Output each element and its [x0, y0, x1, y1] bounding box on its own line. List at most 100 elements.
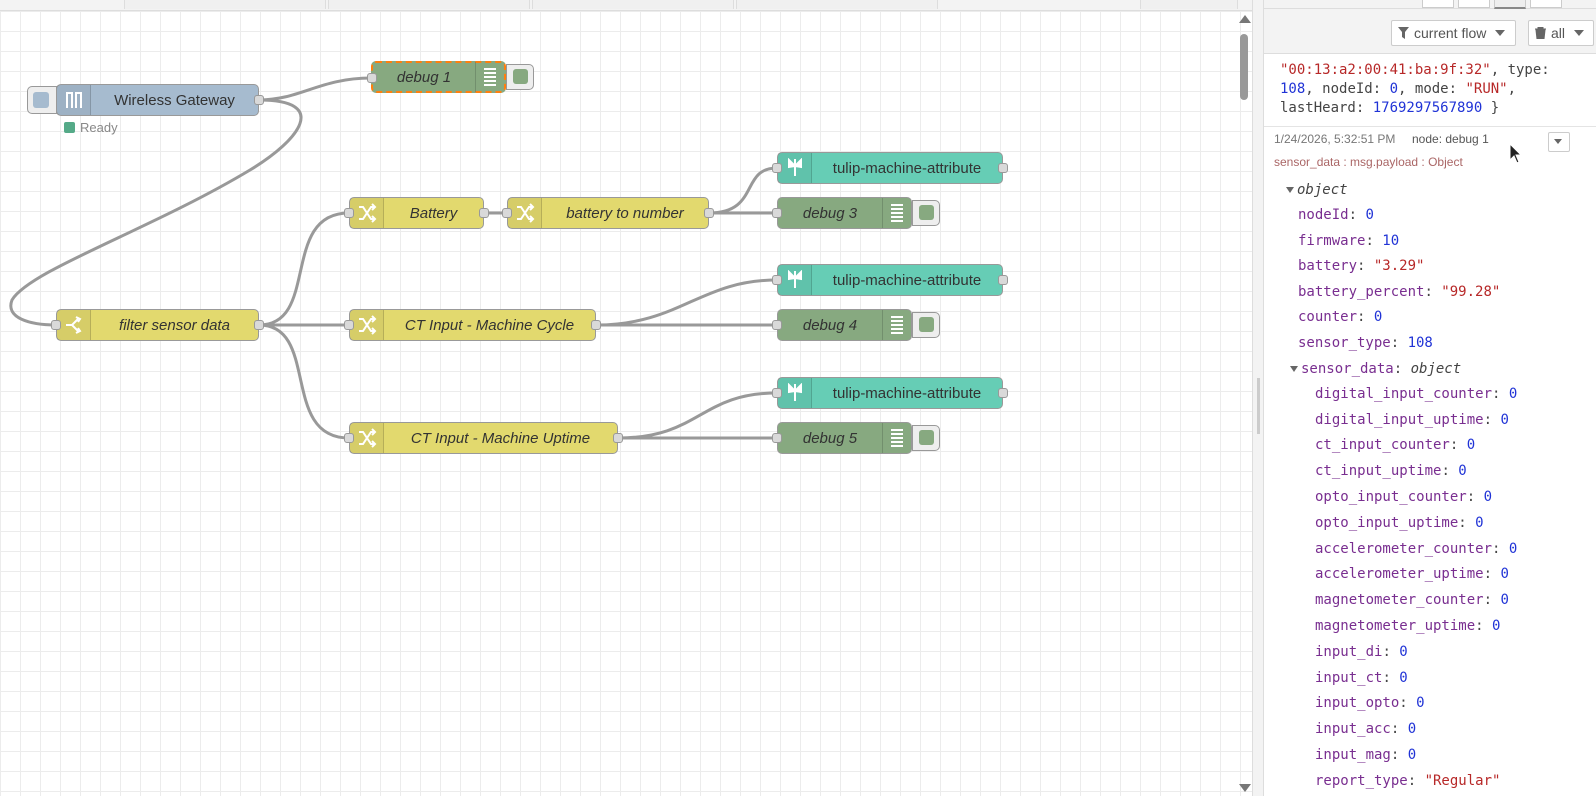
debug-toggle-button[interactable] [912, 312, 940, 338]
input-port[interactable] [772, 388, 782, 398]
sensor-data-field: report_type: "Regular" [1315, 772, 1501, 789]
message-node[interactable]: node: debug 1 [1412, 132, 1489, 146]
object-root[interactable]: object [1286, 182, 1348, 198]
inject-button[interactable] [27, 86, 57, 114]
sidebar-tab[interactable] [1530, 0, 1562, 8]
debug-list-icon [882, 310, 911, 340]
input-port[interactable] [344, 208, 354, 218]
payload-field: battery: "3.29" [1298, 258, 1425, 275]
flow-tab[interactable] [1140, 0, 1238, 9]
debug-list-icon [882, 198, 911, 228]
payload-field: sensor_type: 108 [1298, 335, 1433, 351]
input-port[interactable] [367, 73, 377, 83]
change-icon [350, 423, 384, 453]
flow-tab[interactable] [736, 0, 938, 9]
sensor-data-field: digital_input_counter: 0 [1315, 385, 1518, 402]
input-port[interactable] [772, 275, 782, 285]
flow-workspace[interactable]: Wireless Gateway Ready debug 1 filter se… [0, 0, 1252, 796]
debug-messages[interactable]: "00:13:a2:00:41:ba:9f:32", type: 108, no… [1264, 54, 1596, 796]
message-menu-button[interactable] [1548, 132, 1570, 152]
sidebar-separator[interactable] [1252, 0, 1264, 796]
payload-field: nodeId: 0 [1298, 207, 1374, 223]
tulip-machine-attribute-node[interactable]: tulip-machine-attribute [772, 264, 1008, 296]
scroll-thumb[interactable] [1240, 34, 1248, 100]
debug-4-node[interactable]: debug 4 [772, 309, 912, 341]
input-port[interactable] [772, 208, 782, 218]
output-port[interactable] [254, 320, 264, 330]
node-label: CT Input - Machine Uptime [410, 429, 591, 447]
tulip-machine-attribute-node[interactable]: tulip-machine-attribute [772, 152, 1008, 184]
input-port[interactable] [344, 320, 354, 330]
sidebar-tabs [1264, 0, 1596, 9]
expand-triangle-icon[interactable] [1286, 187, 1294, 193]
sidebar-tab[interactable] [1458, 0, 1490, 8]
wire [258, 76, 372, 102]
switch-icon [57, 310, 91, 340]
workspace-scrollbar[interactable] [1237, 15, 1251, 796]
sensor-data-field: ct_input_uptime: 0 [1315, 463, 1467, 480]
debug-toggle-button[interactable] [912, 200, 940, 226]
input-port[interactable] [772, 163, 782, 173]
output-port[interactable] [998, 275, 1008, 285]
input-port[interactable] [51, 320, 61, 330]
sensor-data-field: ct_input_counter: 0 [1315, 437, 1476, 454]
payload-field: battery_percent: "99.28" [1298, 283, 1501, 300]
sidebar-tab[interactable] [1422, 0, 1454, 8]
tulip-icon [778, 153, 812, 183]
flow-tab[interactable] [532, 0, 734, 9]
debug-toggle-button[interactable] [506, 64, 534, 90]
tulip-machine-attribute-node[interactable]: tulip-machine-attribute [772, 377, 1008, 409]
battery-to-number-node[interactable]: battery to number [502, 197, 714, 229]
flow-tab[interactable] [328, 0, 530, 9]
chevron-down-icon [1554, 139, 1562, 144]
message-timestamp: 1/24/2026, 5:32:51 PM [1274, 132, 1396, 146]
filter-icon [1398, 27, 1409, 39]
filter-dropdown[interactable]: current flow [1391, 20, 1516, 46]
output-port[interactable] [591, 320, 601, 330]
wireless-gateway-node[interactable]: Wireless Gateway [56, 84, 264, 116]
sensor-data-field: input_di: 0 [1315, 643, 1408, 660]
output-port[interactable] [254, 95, 264, 105]
chevron-down-icon [1574, 30, 1585, 36]
sensor-data-field: opto_input_uptime: 0 [1315, 514, 1484, 531]
node-label: Battery [409, 204, 458, 222]
debug-toolbar: current flow all [1264, 9, 1596, 54]
ct-input-machine-uptime-node[interactable]: CT Input - Machine Uptime [344, 422, 623, 454]
output-port[interactable] [704, 208, 714, 218]
debug-1-node[interactable]: debug 1 [367, 61, 506, 93]
node-label: debug 3 [802, 204, 858, 222]
debug-toggle-button[interactable] [912, 425, 940, 451]
message-divider [1264, 126, 1596, 127]
scroll-down-icon[interactable] [1239, 784, 1251, 792]
output-port[interactable] [998, 163, 1008, 173]
filter-sensor-data-node[interactable]: filter sensor data [51, 309, 264, 341]
output-port[interactable] [613, 433, 623, 443]
node-label: tulip-machine-attribute [832, 271, 982, 289]
sensor-data-field: input_mag: 0 [1315, 747, 1417, 763]
payload-field: counter: 0 [1298, 309, 1383, 326]
expand-triangle-icon[interactable] [1290, 365, 1298, 372]
input-port[interactable] [772, 433, 782, 443]
battery-node[interactable]: Battery [344, 197, 489, 229]
input-port[interactable] [772, 320, 782, 330]
flow-tab[interactable] [124, 0, 326, 9]
sensor-data-field: opto_input_counter: 0 [1315, 489, 1493, 505]
scroll-up-icon[interactable] [1239, 15, 1251, 23]
clear-dropdown[interactable]: all [1528, 20, 1594, 46]
sensor-data-object[interactable]: sensor_data: object [1290, 361, 1461, 377]
output-port[interactable] [479, 208, 489, 218]
gateway-icon [57, 85, 91, 115]
debug-5-node[interactable]: debug 5 [772, 422, 912, 454]
wires [9, 76, 778, 440]
input-port[interactable] [344, 433, 354, 443]
sensor-data-field: input_acc: 0 [1315, 721, 1417, 738]
output-port[interactable] [998, 388, 1008, 398]
sidebar-tab-debug[interactable] [1494, 0, 1526, 9]
debug-3-node[interactable]: debug 3 [772, 197, 912, 229]
ct-input-machine-cycle-node[interactable]: CT Input - Machine Cycle [344, 309, 601, 341]
mouse-cursor-icon [1509, 143, 1523, 164]
node-label: tulip-machine-attribute [832, 384, 982, 402]
input-port[interactable] [502, 208, 512, 218]
chevron-down-icon [1495, 30, 1506, 36]
debug-sidebar: current flow all "00:13:a2:00:41:ba:9f:3… [1264, 0, 1596, 796]
